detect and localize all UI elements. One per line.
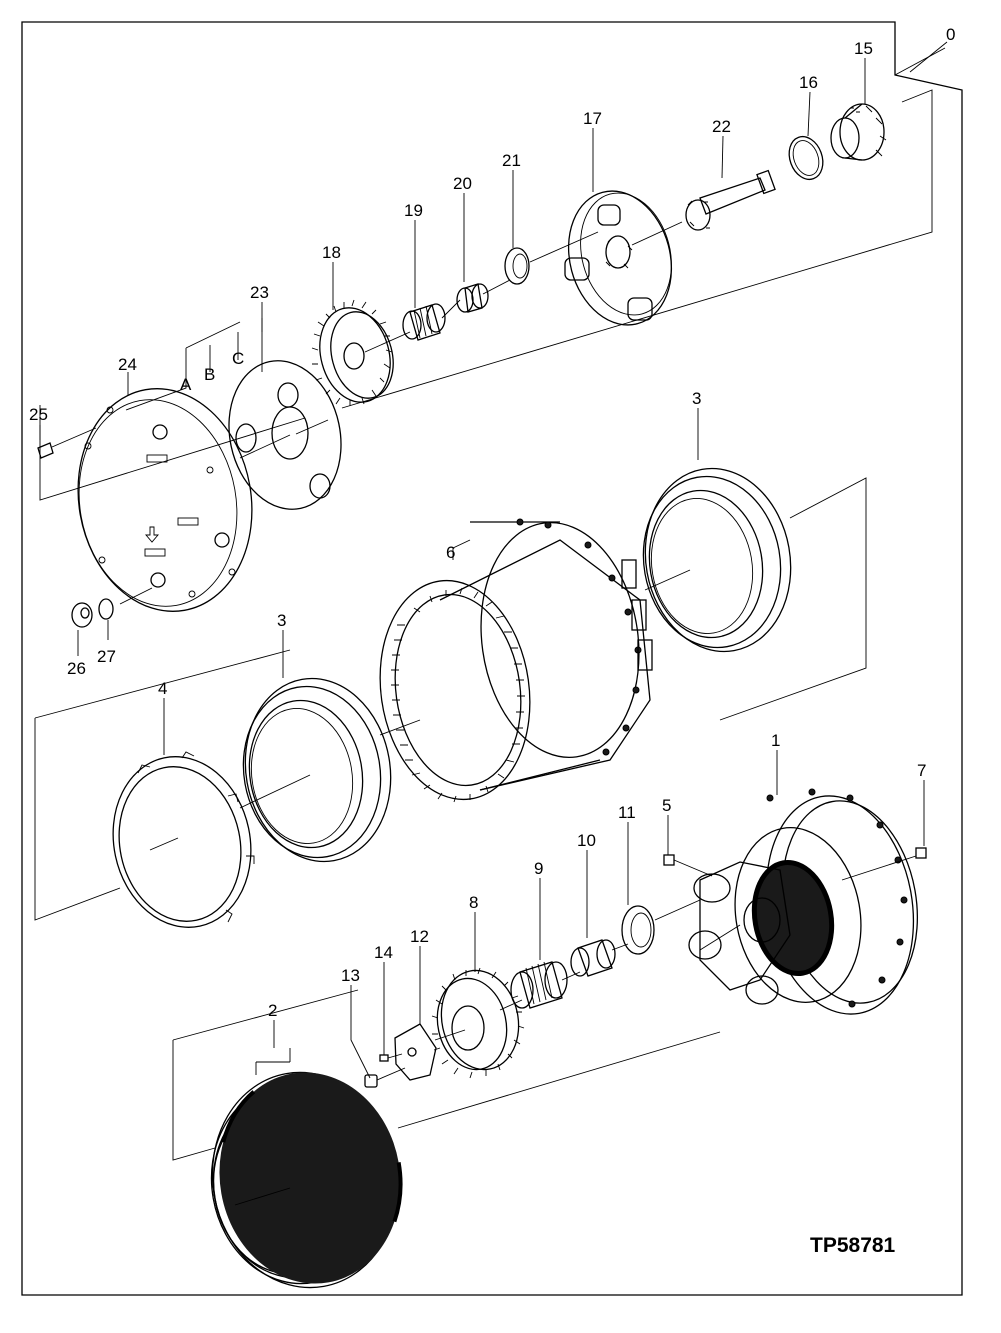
- callout-27: 27: [97, 647, 116, 666]
- part-3-bearing-upper: [642, 467, 792, 653]
- callout-2: 2: [268, 1001, 277, 1020]
- callout-11: 11: [618, 803, 636, 822]
- part-19-needle-bearing: [402, 303, 446, 341]
- callout-18: 18: [322, 243, 341, 262]
- part-15-gear: [830, 103, 887, 161]
- callout-20: 20: [453, 174, 472, 193]
- callout-9: 9: [534, 859, 543, 878]
- part-5-cap-screw: [663, 854, 713, 877]
- part-2-seal: [210, 1070, 403, 1289]
- group-outline-lower: [172, 1040, 216, 1161]
- callout-13: 13: [341, 966, 360, 985]
- callout-5: 5: [662, 796, 671, 815]
- callout-8: 8: [469, 893, 478, 912]
- callout-4: 4: [158, 679, 167, 698]
- callout-0: 0: [946, 25, 955, 44]
- part-3-bearing-lower: [242, 677, 392, 863]
- part-13-cap-screw: [364, 1067, 406, 1088]
- callout-19: 19: [404, 201, 423, 220]
- part-16-snap-ring: [788, 135, 824, 181]
- diagram-frame: [21, 21, 963, 1296]
- callout-10: 10: [577, 831, 596, 850]
- part-23-thrust-plate: [228, 360, 342, 510]
- callout-17: 17: [583, 109, 602, 128]
- part-6-ring-gear-hub: [379, 518, 653, 803]
- group-outline-middle: [719, 477, 867, 721]
- callout-6: 6: [446, 543, 455, 562]
- callout-12: 12: [410, 927, 429, 946]
- callout-C: C: [232, 349, 244, 368]
- callout-A: A: [180, 375, 192, 394]
- callout-22: 22: [712, 117, 731, 136]
- part-27-o-ring: [98, 598, 114, 620]
- part-9-needle-bearing: [510, 961, 568, 1009]
- part-14-pin: [379, 1053, 403, 1062]
- part-20-bushing: [456, 283, 489, 313]
- part-12-thrust-plate: [394, 1023, 437, 1081]
- part-10-bushing: [570, 939, 616, 977]
- callout-25: 25: [29, 405, 48, 424]
- part-24-cover: [77, 388, 253, 612]
- part-21-thrust-washer: [504, 247, 530, 285]
- part-1-housing: [688, 788, 919, 1015]
- part-7-plug: [915, 847, 927, 859]
- callout-14: 14: [374, 943, 393, 962]
- callout-21: 21: [502, 151, 521, 170]
- callout-16: 16: [799, 73, 818, 92]
- callout-24: 24: [118, 355, 137, 374]
- callout-26: 26: [67, 659, 86, 678]
- figure-code: TP58781: [810, 1234, 896, 1257]
- part-11-thrust-washer: [621, 905, 655, 955]
- callout-7: 7: [917, 761, 926, 780]
- group-outline-upper: [341, 89, 933, 409]
- callout-1: 1: [771, 731, 780, 750]
- callout-B: B: [204, 365, 215, 384]
- callout-3-upper: 3: [692, 389, 701, 408]
- part-26-plug: [71, 602, 93, 628]
- callout-15: 15: [854, 39, 873, 58]
- part-4-lock-ring: [112, 751, 255, 928]
- part-17-carrier: [564, 190, 673, 326]
- callout-3-lower: 3: [277, 611, 286, 630]
- part-22-shaft: [685, 169, 776, 231]
- part-25-cap-screw: [37, 427, 97, 459]
- part-18-planet-gear: [311, 299, 394, 406]
- callout-23: 23: [250, 283, 269, 302]
- part-8-planet-gear: [431, 967, 525, 1079]
